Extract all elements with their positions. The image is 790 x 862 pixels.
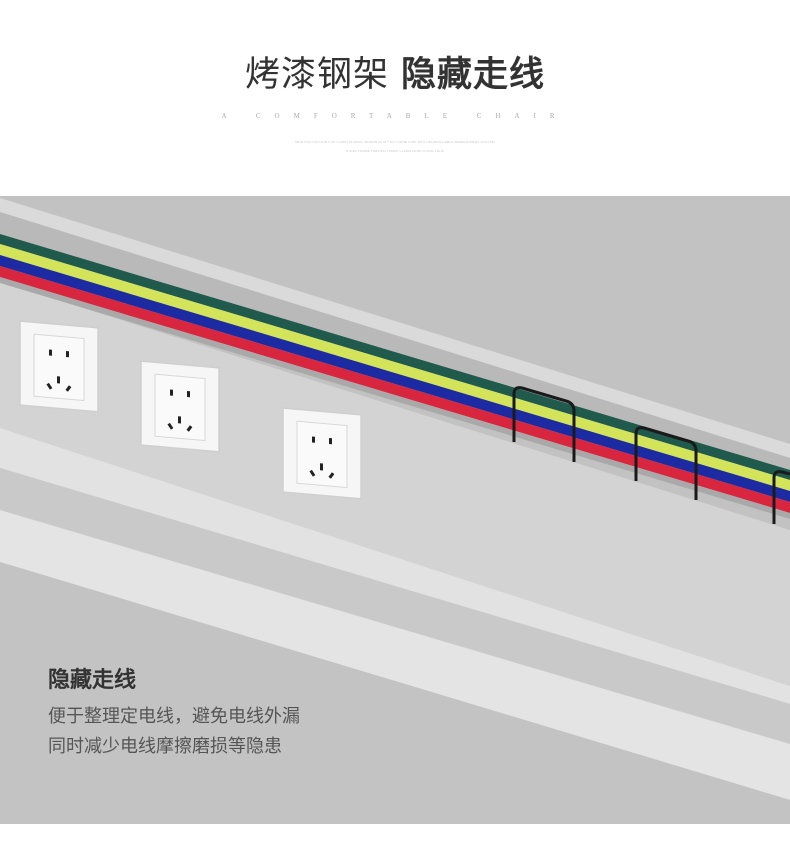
header: 烤漆钢架隐藏走线 A COMFORTABLE CHAIR NEW RICH OP… [0, 0, 790, 196]
title-bold: 隐藏走线 [401, 55, 546, 95]
cable-clip-2 [634, 426, 698, 500]
panel-lip [0, 428, 790, 704]
cable-clip-3 [772, 470, 790, 524]
subtitle: A COMFORTABLE CHAIR [221, 112, 569, 120]
wire-blue [0, 255, 790, 502]
title-light: 烤漆钢架 [244, 55, 389, 95]
bottom-rail [0, 510, 790, 800]
cable-tray-illustration [0, 196, 790, 824]
floor [0, 562, 790, 824]
cable-clips [512, 386, 790, 524]
socket-2 [140, 360, 220, 453]
socket-1 [19, 320, 99, 413]
wire-yellow [0, 244, 790, 491]
caption-line-1: 便于整理定电线，避免电线外漏 [48, 706, 300, 727]
fine-print-line1: NEW RICH OPTION FOR COMFORTABLE DESIGN I… [295, 141, 495, 144]
fine-print-line2: STEEL FRAME PAINTED FINISH CLEAN DESK ST… [345, 150, 445, 153]
caption-line-2: 同时减少电线摩擦磨损等隐患 [48, 736, 282, 757]
cable-clip-1 [512, 386, 576, 462]
lower-band [0, 468, 790, 744]
feature-caption: 隐藏走线 便于整理定电线，避免电线外漏 同时减少电线摩擦磨损等隐患 [48, 662, 300, 758]
wire-red [0, 266, 790, 513]
wire-green [0, 234, 790, 480]
page-title: 烤漆钢架隐藏走线 [0, 46, 790, 97]
top-edge-strip [0, 198, 790, 458]
wire-bundle [0, 234, 790, 519]
socket-3 [282, 407, 362, 500]
footer-space [0, 824, 790, 862]
product-illustration: 隐藏走线 便于整理定电线，避免电线外漏 同时减少电线摩擦磨损等隐患 [0, 196, 790, 824]
wire-shadow [0, 277, 790, 519]
caption-title: 隐藏走线 [48, 668, 137, 693]
